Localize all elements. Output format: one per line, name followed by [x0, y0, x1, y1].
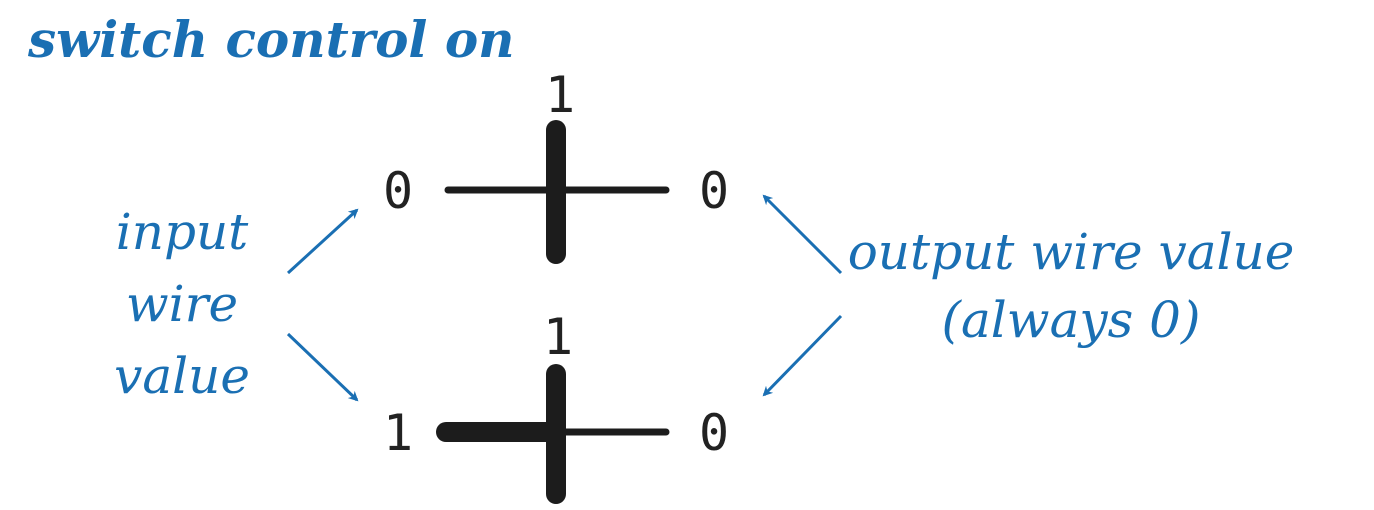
bottom-switch-output-value: 0 — [698, 404, 730, 462]
output-wire-value-label: output wire value (always 0) — [836, 218, 1306, 354]
input-wire-value-label: input wire value — [84, 196, 280, 412]
top-switch — [444, 120, 670, 264]
output-arrow-top — [762, 194, 843, 275]
bottom-switch-input-value: 1 — [382, 404, 414, 462]
output-arrow-bottom — [762, 314, 843, 397]
input-arrow-bottom — [286, 332, 359, 402]
top-switch-input-value: 0 — [382, 162, 414, 220]
top-switch-output-value: 0 — [698, 162, 730, 220]
input-label-line-2: wire — [125, 275, 239, 333]
bottom-switch — [436, 364, 670, 504]
top-switch-control-value: 1 — [544, 66, 576, 124]
diagram-title: switch control on — [28, 10, 515, 69]
input-arrow-top — [286, 208, 359, 275]
output-label-line-2: (always 0) — [941, 291, 1201, 349]
input-label-line-1: input — [115, 203, 249, 261]
bottom-switch-control-value: 1 — [542, 308, 574, 366]
input-label-line-3: value — [114, 347, 250, 405]
output-label-line-1: output wire value — [847, 223, 1295, 281]
